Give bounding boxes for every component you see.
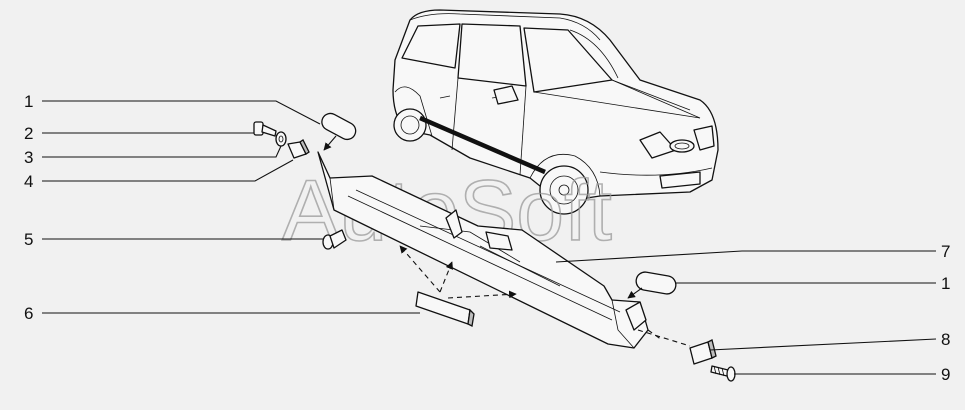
car-illustration bbox=[392, 9, 719, 215]
screw-part bbox=[253, 121, 277, 137]
oval-cap-right-part bbox=[627, 271, 677, 299]
callout-label-7: 7 bbox=[941, 242, 950, 261]
sill-molding-part bbox=[317, 151, 649, 349]
leader-lines bbox=[42, 100, 937, 375]
reinforcement-bar-part bbox=[415, 291, 475, 327]
push-pin-part bbox=[322, 229, 347, 250]
callout-label-4: 4 bbox=[24, 172, 33, 191]
callout-label-6: 6 bbox=[24, 304, 33, 323]
callout-label-2: 2 bbox=[24, 124, 33, 143]
clip-part bbox=[287, 139, 310, 159]
washer-part bbox=[275, 131, 287, 147]
oval-cap-left-part bbox=[321, 112, 357, 151]
callout-label-8: 8 bbox=[941, 330, 950, 349]
callout-label-9: 9 bbox=[941, 365, 950, 384]
callout-numbers: 1 2 3 4 5 6 7 1 8 9 bbox=[24, 92, 950, 384]
callout-label-1-right: 1 bbox=[941, 274, 950, 293]
assembly-lines bbox=[399, 245, 691, 347]
clip-nut-part bbox=[689, 339, 717, 365]
callout-label-1: 1 bbox=[24, 92, 33, 111]
callout-label-3: 3 bbox=[24, 148, 33, 167]
self-tapping-screw-part bbox=[710, 365, 736, 382]
callout-label-5: 5 bbox=[24, 230, 33, 249]
